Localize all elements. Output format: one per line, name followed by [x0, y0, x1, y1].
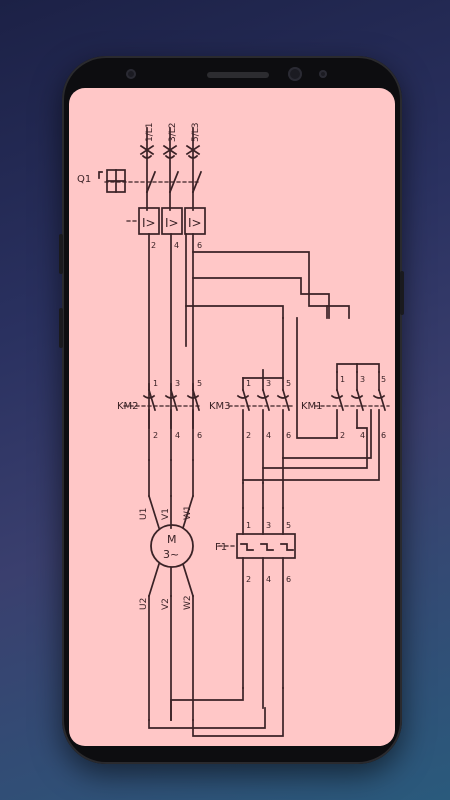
terminal-label: 4	[266, 431, 271, 440]
wiring-diagram: 1/L1 3/L2 5/L3 Q1	[77, 123, 390, 737]
terminal-label: 6	[197, 431, 202, 440]
contactor-label: KM3	[209, 401, 231, 412]
motor-terminal: U1	[139, 508, 149, 520]
motor-label: M	[167, 533, 177, 546]
breaker-terminal: 6	[197, 241, 202, 250]
power-button	[400, 271, 404, 315]
diagram-screen: 1/L1 3/L2 5/L3 Q1	[69, 88, 395, 746]
terminal-label: 4	[175, 431, 180, 440]
contactor-km1	[242, 317, 390, 481]
terminal-label: 5	[286, 379, 291, 388]
motor	[147, 459, 195, 721]
return-wiring	[148, 687, 284, 737]
proximity-sensor-icon	[126, 69, 136, 79]
breaker-terminal: 4	[174, 241, 179, 250]
terminal-label: 3	[175, 379, 180, 388]
volume-button	[59, 234, 63, 274]
overcurrent-symbol: I>	[188, 216, 202, 230]
motor-terminal: U2	[139, 598, 149, 610]
terminal-label: 5	[381, 375, 386, 384]
terminal-label: 6	[381, 431, 386, 440]
motor-terminal: V2	[161, 598, 171, 610]
terminal-label: 3	[266, 521, 271, 530]
bixby-button	[59, 308, 63, 348]
terminal-label: 2	[340, 431, 345, 440]
contactor-km3	[228, 317, 372, 484]
terminal-label: 3	[360, 375, 365, 384]
bus-wiring	[185, 251, 350, 319]
terminal-label: 4	[266, 575, 271, 584]
motor-terminal: W1	[183, 505, 193, 520]
earpiece-speaker	[207, 72, 269, 78]
motor-terminal: V1	[161, 508, 171, 520]
terminal-label: 6	[286, 575, 291, 584]
contactor-km2	[123, 383, 202, 429]
supply-line-label: 5/L3	[191, 123, 201, 143]
relay-label: F1	[215, 542, 227, 553]
contactor-label: KM1	[301, 401, 323, 412]
overload-relay-f1	[218, 457, 296, 709]
breaker-q1	[98, 169, 203, 211]
supply-line-label: 1/L1	[145, 123, 155, 143]
contactor-label: KM2	[117, 401, 139, 412]
terminal-label: 6	[286, 431, 291, 440]
motor-terminal: W2	[183, 595, 193, 610]
overcurrent-symbol: I>	[165, 216, 179, 230]
terminal-label: 2	[153, 431, 158, 440]
terminal-label: 1	[153, 379, 158, 388]
supply-lines	[139, 127, 201, 193]
terminal-label: 1	[246, 521, 251, 530]
terminal-label: 2	[246, 575, 251, 584]
breaker-label: Q1	[77, 174, 91, 185]
front-camera-icon	[288, 67, 302, 81]
terminal-label: 2	[246, 431, 251, 440]
supply-line-label: 3/L2	[168, 123, 178, 143]
phone-frame: 1/L1 3/L2 5/L3 Q1	[59, 56, 404, 764]
overcurrent-symbol: I>	[142, 216, 156, 230]
breaker-terminal: 2	[151, 241, 156, 250]
motor-phase-label: 3~	[163, 548, 179, 561]
terminal-label: 5	[197, 379, 202, 388]
terminal-label: 1	[246, 379, 251, 388]
terminal-label: 4	[360, 431, 365, 440]
iris-sensor-icon	[319, 70, 327, 78]
terminal-label: 5	[286, 521, 291, 530]
terminal-label: 3	[266, 379, 271, 388]
terminal-label: 1	[340, 375, 345, 384]
